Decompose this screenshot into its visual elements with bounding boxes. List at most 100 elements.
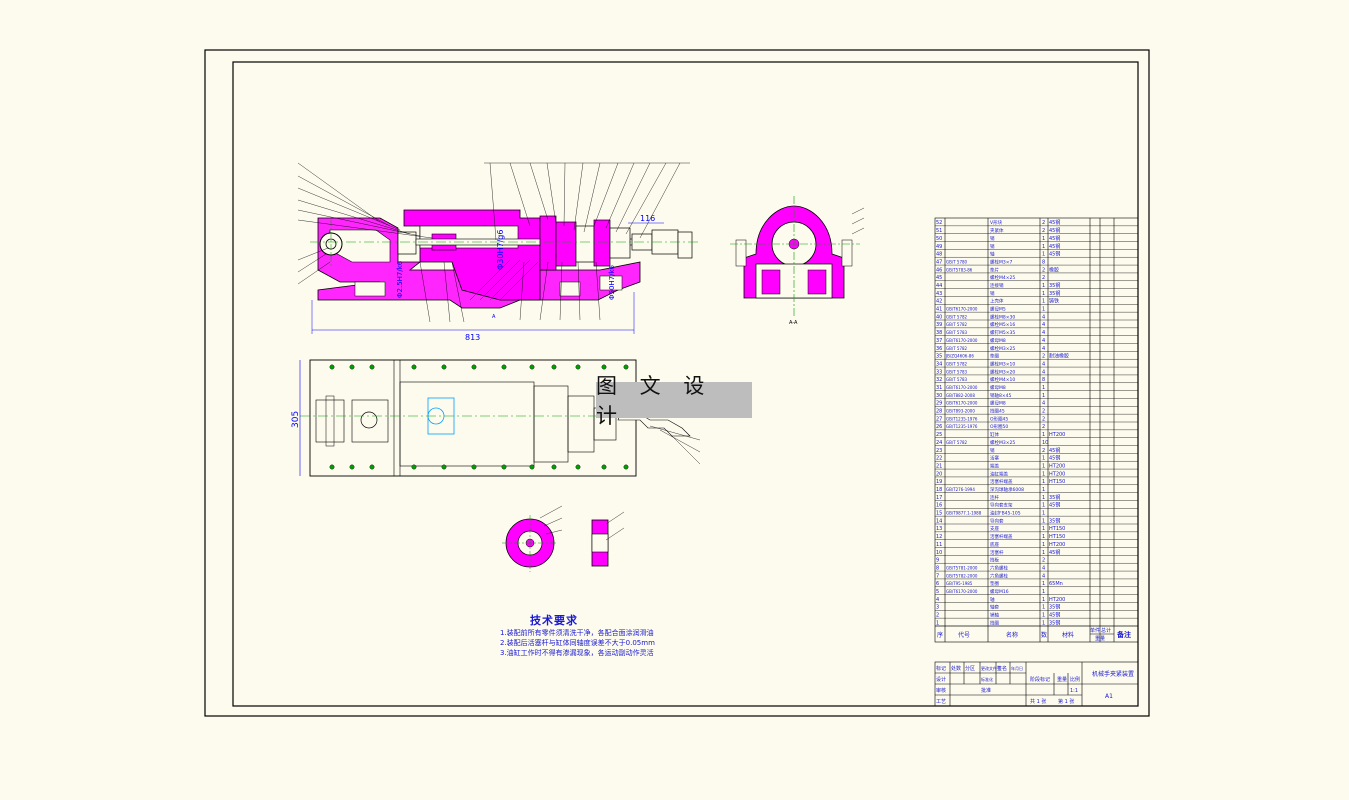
bom-cell-name: 缸体 <box>990 431 999 438</box>
bom-cell-code: GB/T276-1994 <box>946 487 975 492</box>
bom-cell-qty: 1 <box>1042 534 1045 540</box>
dim-fit-left: Φ2.5H7/k6 <box>396 260 404 298</box>
bom-cell-qty: 2 <box>1042 220 1045 226</box>
tb-sheet-no: 第 1 张 <box>1058 698 1074 705</box>
bom-cell-qty: 4 <box>1042 401 1045 407</box>
bom-cell-no: 48 <box>936 252 942 258</box>
bom-cell-name: 销 <box>990 290 995 297</box>
bom-cell-name: 支座 <box>990 525 999 532</box>
bom-cell-no: 22 <box>936 456 942 462</box>
bom-header-qty: 数 <box>1041 631 1047 639</box>
bom-cell-code: GB/T 5783 <box>946 377 968 382</box>
bom-cell-code: GB/T5782-2000 <box>946 573 978 578</box>
bom-cell-mat: HT200 <box>1049 542 1065 548</box>
bom-cell-no: 45 <box>936 275 942 281</box>
bom-cell-code: GB/T 5782 <box>946 314 968 319</box>
tb-sheets: 共 1 张 <box>1030 698 1046 705</box>
bom-cell-qty: 4 <box>1042 565 1045 571</box>
bom-cell-name: 螺母M16 <box>990 588 1009 595</box>
bom-cell-name: 螺钉M5×35 <box>990 329 1015 336</box>
bom-cell-mat: 45钢 <box>1049 219 1060 226</box>
bom-cell-name: 上壳体 <box>990 298 1004 305</box>
tech-title: 技术要求 <box>530 614 578 627</box>
tb-r2: 审核 <box>936 687 946 694</box>
bom-cell-qty: 2 <box>1042 416 1045 422</box>
bom-cell-no: 23 <box>936 448 942 454</box>
tb-approve: 批准 <box>981 687 991 694</box>
bom-cell-qty: 4 <box>1042 330 1045 336</box>
bom-cell-code: GB/T 5780 <box>946 259 968 264</box>
tb-std: 标准化 <box>981 676 993 682</box>
bom-cell-mat: HT200 <box>1049 471 1065 477</box>
bom-cell-mat: HT150 <box>1049 534 1065 540</box>
bom-cell-no: 44 <box>936 283 942 289</box>
tech-line-3: 3.油缸工作时不得有渗漏现象，各运动副动作灵活 <box>500 649 654 657</box>
bom-cell-name: 垫圈 <box>990 353 999 360</box>
dim-305: 305 <box>291 411 301 428</box>
bom-cell-name: 活塞 <box>990 455 999 462</box>
bom-cell-qty: 1 <box>1042 542 1045 548</box>
bom-cell-code: GB/T9877.1-1988 <box>946 511 982 516</box>
bom-cell-mat: 35钢 <box>1049 494 1060 501</box>
bom-cell-code: GB/T5783-86 <box>946 267 973 272</box>
bom-cell-name: 螺母M8 <box>990 384 1006 391</box>
bom-cell-qty: 4 <box>1042 338 1045 344</box>
tech-line-1: 1.装配前所有零件须清洗干净，各配合面涂润滑油 <box>500 629 654 637</box>
bom-cell-qty: 1 <box>1042 471 1045 477</box>
bom-cell-no: 7 <box>936 573 939 579</box>
bom-cell-code: GB/T5781-2000 <box>946 565 978 570</box>
bom-cell-no: 2 <box>936 613 939 619</box>
bom-header-w2: 总计 <box>1101 627 1111 634</box>
bom-cell-no: 1 <box>936 620 939 626</box>
bom-cell-name: 轴 <box>990 596 995 603</box>
bom-cell-mat: HT200 <box>1049 597 1065 603</box>
bom-cell-name: 销轴 <box>990 612 999 619</box>
bom-cell-qty: 1 <box>1042 613 1045 619</box>
bom-cell-qty: 1 <box>1042 518 1045 524</box>
bom-cell-name: 挡板 <box>990 557 999 564</box>
dim-fit-main: Φ30H7/g6 <box>496 230 505 270</box>
bom-cell-code: GB/T 5783 <box>946 369 968 374</box>
bom-cell-no: 25 <box>936 432 942 438</box>
bom-cell-name: V形块 <box>990 219 1003 226</box>
bom-cell-name: 活塞杆 <box>990 549 1004 556</box>
bom-cell-mat: 45钢 <box>1049 502 1060 509</box>
bom-cell-name: 销 <box>990 447 995 454</box>
title-block-text: 标记 处数 分区 更改文件号 签名 年月日 设计 标准化 审核 工艺 批准 阶段… <box>936 665 1134 705</box>
bom-cell-name: 螺母M8 <box>990 337 1006 344</box>
bom-cell-qty: 4 <box>1042 314 1045 320</box>
dim-fit-bore: Φ50H7/k6 <box>608 264 616 300</box>
bom-cell-name: 六角螺栓 <box>990 564 1008 571</box>
bom-cell-name: 螺母M5 <box>990 306 1006 313</box>
bom-cell-code: GB/T 5783 <box>946 330 968 335</box>
bom-cell-no: 9 <box>936 558 939 564</box>
bom-cell-no: 12 <box>936 534 942 540</box>
tb-c5: 签名 <box>997 665 1007 672</box>
bom-cell-qty: 1 <box>1042 463 1045 469</box>
bom-cell-mat: 35钢 <box>1049 517 1060 524</box>
watermark: 图 文 设 计 <box>596 374 752 428</box>
bom-cell-no: 5 <box>936 589 939 595</box>
bom-cell-name: 挡圈 <box>990 619 999 626</box>
bom-cell-mat: 45钢 <box>1049 227 1060 234</box>
bom-cell-no: 50 <box>936 236 942 242</box>
tb-weight: 重量 <box>1057 676 1067 683</box>
bom-cell-name: 导向套支架 <box>990 502 1013 509</box>
bom-cell-no: 38 <box>936 330 942 336</box>
bom-cell-name: 螺栓M3×20 <box>990 368 1015 375</box>
bom-cell-name: 垫圈 <box>990 580 999 587</box>
bom-cell-no: 17 <box>936 495 942 501</box>
tb-c6: 年月日 <box>1011 665 1023 671</box>
bom-cell-mat: 45钢 <box>1049 243 1060 250</box>
bom-cell-qty: 8 <box>1042 377 1045 383</box>
bom-cell-mat: 65Mn <box>1049 581 1063 587</box>
bom-cell-code: GB/T 5782 <box>946 346 968 351</box>
section-a-mark: A <box>492 314 496 320</box>
main-section-view: 813 116 Φ30H7/g6 Φ2.5H7/k6 Φ50H7/k6 A <box>297 162 700 342</box>
bom-cell-no: 37 <box>936 338 942 344</box>
bom-cell-qty: 1 <box>1042 503 1045 509</box>
bom-cell-qty: 1 <box>1042 432 1045 438</box>
bom-cell-qty: 2 <box>1042 275 1045 281</box>
bom-cell-mat: 铸铁 <box>1049 298 1059 305</box>
bom-cell-no: 36 <box>936 346 942 352</box>
